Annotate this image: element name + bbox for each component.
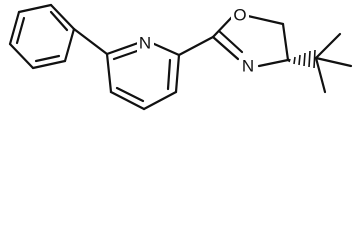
bond bbox=[211, 35, 240, 61]
wedge-hash bbox=[303, 52, 306, 67]
bond bbox=[63, 27, 76, 63]
bond bbox=[8, 42, 35, 70]
bond bbox=[8, 10, 21, 46]
wedge-hash bbox=[308, 50, 311, 68]
bond bbox=[109, 90, 146, 111]
bond bbox=[281, 22, 290, 62]
double-bond-line bbox=[15, 16, 26, 45]
oxazoline-n-label: N bbox=[242, 57, 254, 76]
bond bbox=[314, 56, 353, 68]
bond bbox=[174, 53, 181, 94]
bond bbox=[257, 58, 290, 68]
bond bbox=[17, 3, 53, 14]
bond bbox=[142, 90, 178, 111]
tert-butyl-group bbox=[314, 32, 353, 94]
bond bbox=[314, 32, 342, 60]
double-bond-line bbox=[115, 86, 145, 103]
bond bbox=[314, 56, 327, 94]
double-bond-line bbox=[217, 29, 244, 54]
atom-pyridine-nitrogen: N bbox=[137, 33, 154, 53]
bond bbox=[105, 41, 140, 56]
atom-oxazoline-nitrogen: N bbox=[239, 56, 257, 76]
pyridine-n-label: N bbox=[139, 34, 151, 53]
oxazoline-ring bbox=[211, 14, 290, 68]
wedge-hash bbox=[288, 58, 291, 63]
bond bbox=[246, 14, 285, 26]
wedge-hash bbox=[293, 56, 296, 65]
phenyl-ring bbox=[8, 3, 76, 70]
pyridine-oxazoline-bond bbox=[177, 35, 215, 57]
wedge-hash bbox=[298, 54, 301, 66]
stereo-hashed-wedge bbox=[288, 49, 316, 69]
structure-canvas: N O N bbox=[8, 3, 353, 111]
bond bbox=[105, 52, 113, 94]
double-bond-line bbox=[112, 49, 139, 61]
bond bbox=[150, 41, 181, 57]
bond bbox=[31, 59, 67, 70]
atom-oxazoline-oxygen: O bbox=[231, 5, 249, 26]
bond bbox=[49, 3, 76, 31]
bond bbox=[211, 15, 234, 39]
wedge-hash bbox=[313, 49, 316, 69]
double-bond-line bbox=[166, 58, 172, 91]
double-bond-line bbox=[49, 10, 69, 32]
double-bond-line bbox=[34, 54, 61, 63]
molecule-structure: N O N bbox=[8, 3, 353, 111]
biaryl-bond bbox=[72, 27, 109, 56]
oxazoline-o-label: O bbox=[233, 6, 246, 25]
pyridine-ring bbox=[105, 41, 181, 111]
